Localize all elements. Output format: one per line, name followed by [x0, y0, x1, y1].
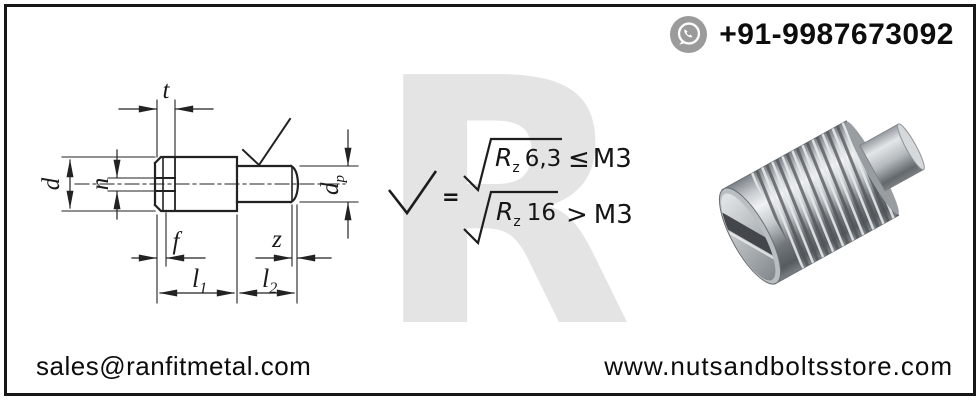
phone-number[interactable]: +91-9987673092 — [719, 17, 954, 51]
screw-outline — [153, 155, 300, 213]
radical-2 — [463, 190, 558, 246]
dimension-t — [118, 99, 214, 158]
email-address[interactable]: sales@ranfitmetal.com — [36, 351, 312, 381]
label-dp: dp — [317, 175, 348, 196]
technical-drawing: t d n f z l1 l2 dp — [40, 77, 359, 304]
website-url[interactable]: www.nutsandboltsstore.com — [604, 351, 953, 381]
label-l1: l1 — [192, 264, 207, 297]
dimension-n — [107, 149, 156, 220]
label-z: z — [271, 226, 282, 253]
relation-1: ≤M3 — [568, 144, 632, 174]
equals-sign: = — [442, 185, 460, 209]
watermark-letter: R — [382, 68, 634, 334]
surface-check-mark — [241, 117, 292, 167]
whatsapp-icon[interactable] — [669, 15, 708, 54]
label-d: d — [40, 177, 65, 190]
label-t: t — [163, 77, 171, 104]
product-photo — [711, 120, 925, 285]
dimension-f — [131, 212, 206, 267]
radical-1 — [463, 137, 562, 193]
dimension-z — [255, 204, 332, 267]
whatsapp-contact[interactable]: +91-9987673092 — [669, 15, 954, 54]
label-l2: l2 — [262, 264, 277, 297]
relation-2: >M3 — [566, 200, 633, 230]
dimension-dp — [299, 129, 359, 239]
roughness-check-icon — [387, 170, 438, 216]
dimension-d — [61, 156, 156, 212]
label-f: f — [173, 228, 183, 255]
set-screw-render — [711, 120, 925, 285]
label-n: n — [87, 178, 114, 191]
watermark-logo: R — [382, 68, 634, 334]
dimension-l1 — [156, 214, 238, 304]
dimension-l2 — [239, 204, 298, 304]
